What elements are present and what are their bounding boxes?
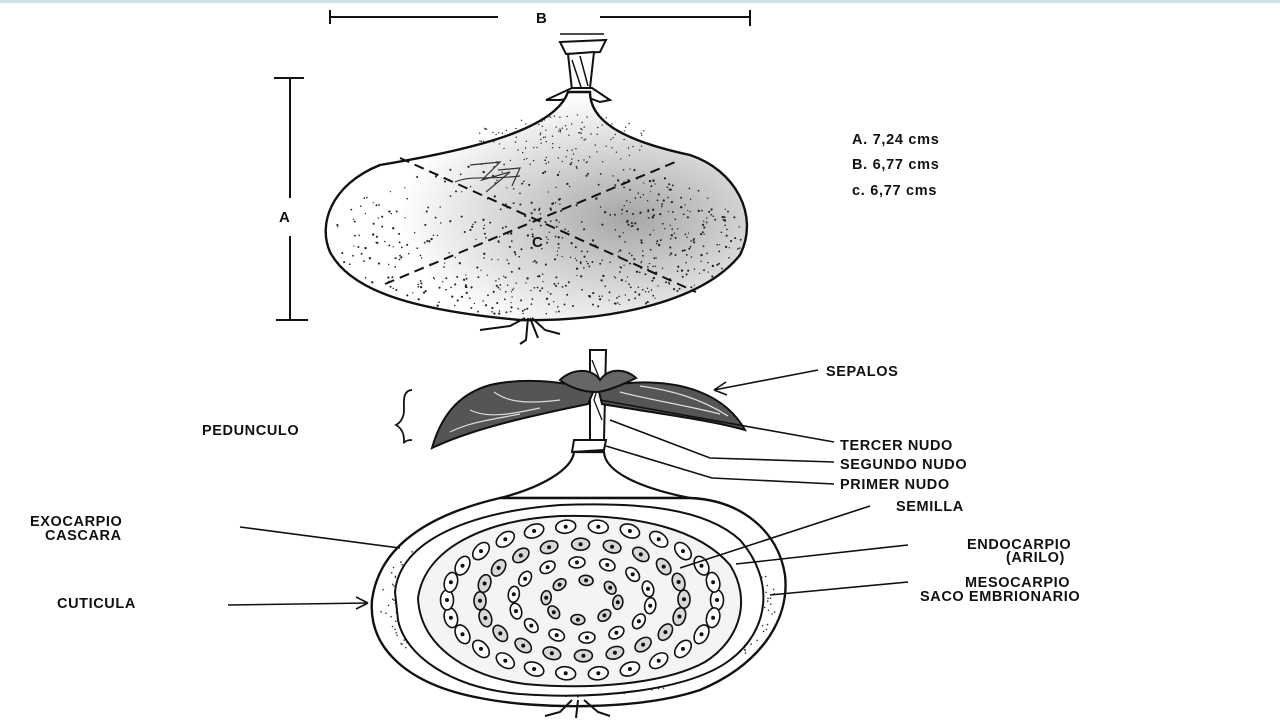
- seeds-arils: [439, 519, 725, 681]
- peduncle-stem: [570, 349, 608, 454]
- top-border-strip: [0, 0, 1280, 3]
- surface-scribble: [454, 161, 521, 193]
- label-primer-nudo: PRIMER NUDO: [840, 477, 950, 493]
- sectioned-fruit: [370, 349, 787, 719]
- label-exocarpio: EXOCARPIO: [30, 514, 122, 530]
- label-endocarpio: ENDOCARPIO: [967, 537, 1071, 553]
- leader-lines: [227, 369, 909, 610]
- dimension-a-label: A: [279, 209, 290, 226]
- dimension-c-label: C: [532, 234, 543, 251]
- label-saco-embrionario: SACO EMBRIONARIO: [920, 589, 1080, 605]
- fruit-neck: [499, 450, 691, 500]
- dimension-c-lines: [384, 157, 697, 293]
- label-tercer-nudo: TERCER NUDO: [840, 438, 953, 454]
- measurement-c: c. 6,77 cms: [852, 183, 937, 199]
- dimension-b-label: B: [536, 10, 547, 27]
- measurements-list: A. 7,24 cms B. 6,77 cms c. 6,77 cms: [852, 132, 940, 199]
- part-labels: SEPALOS PEDUNCULO TERCER NUDO SEGUNDO NU…: [30, 364, 1080, 612]
- label-arilo: (ARILO): [1006, 550, 1065, 566]
- top-stem: [545, 33, 613, 104]
- label-cuticula: CUTICULA: [57, 596, 136, 612]
- whole-fruit: B A: [274, 10, 751, 345]
- label-segundo-nudo: SEGUNDO NUDO: [840, 457, 967, 473]
- measurement-b: B. 6,77 cms: [852, 157, 940, 173]
- whole-fruit-stipple: [336, 114, 742, 315]
- measurement-a: A. 7,24 cms: [852, 132, 940, 148]
- label-pedunculo: PEDUNCULO: [202, 423, 299, 439]
- sepals: [430, 369, 748, 450]
- dimension-a: [274, 77, 308, 321]
- label-semilla: SEMILLA: [896, 499, 964, 515]
- label-cascara: CASCARA: [45, 528, 122, 544]
- label-mesocarpio: MESOCARPIO: [965, 575, 1070, 591]
- dimension-b: [329, 10, 751, 26]
- whole-fruit-calyx-remnant: [479, 317, 561, 345]
- label-sepalos: SEPALOS: [826, 364, 898, 380]
- sectioned-fruit-calyx-remnant: [544, 699, 611, 719]
